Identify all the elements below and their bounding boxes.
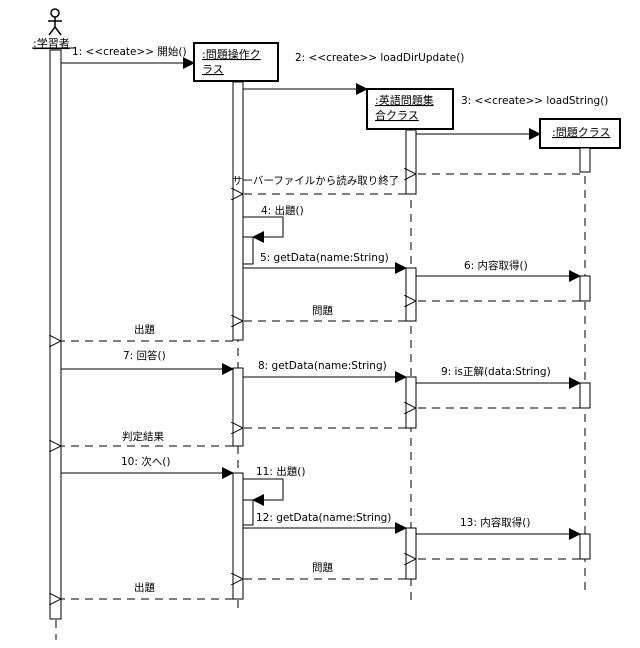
message-4-self-arrow[interactable] [243,216,284,243]
object-ops[interactable]: :問題操作ク ラス [193,42,279,82]
object-set-label-line1: :英語問題集 [375,93,434,107]
activation-ops-1 [232,81,244,341]
return-10-label: 出題 [134,581,155,594]
object-q-label: :問題クラス [552,126,611,139]
activation-ops-self-2 [242,499,254,526]
activation-set-4 [405,527,417,580]
activation-learner [49,49,62,620]
message-5-label: 5: getData(name:String) [260,252,389,264]
actor-learner[interactable]: :学習者 [32,8,76,50]
activation-q-2 [579,275,591,302]
activation-ops-3 [232,472,244,600]
return-12-label: 問題 [312,562,333,574]
message-3-label: 3: <<create>> loadString() [461,95,608,107]
return-7-label: 判定結果 [122,430,164,443]
object-ops-label-line2: ラス [202,63,224,76]
message-9-label: 9: is正解(data:String) [441,365,551,378]
message-8-label: 8: getData(name:String) [258,360,387,372]
return-5-label: 問題 [312,305,333,317]
activation-set-2 [405,267,417,322]
activation-q-1 [579,147,591,173]
message-6-label: 6: 内容取得() [464,259,528,272]
activation-q-4 [579,533,591,560]
message-10-label: 10: 次へ() [121,455,170,468]
message-11-self-arrow[interactable] [243,478,284,506]
message-1-label: 1: <<create>> 開始() [72,45,187,58]
activation-q-3 [579,382,591,409]
message-4-label: 4: 出題() [261,204,304,217]
message-7-label: 7: 回答() [123,349,166,362]
object-ops-label-line1: :問題操作ク [202,47,261,61]
activation-set-3 [405,376,417,429]
activation-ops-2 [232,367,244,447]
object-set[interactable]: :英語問題集 合クラス [366,88,454,130]
stick-figure-icon [48,8,62,36]
actor-label: :学習者 [33,36,70,50]
object-q[interactable]: :問題クラス [539,118,621,149]
activation-ops-self-1 [242,236,254,265]
message-2-label: 2: <<create>> loadDirUpdate() [295,52,464,64]
activation-set-1 [405,129,417,195]
message-11-label: 11: 出題() [256,465,305,478]
message-13-label: 13: 内容取得() [460,516,530,529]
return-2-label: サーバーファイルから読み取り終了 [232,174,399,187]
message-12-label: 12: getData(name:String) [256,512,391,524]
object-set-label-line2: 合クラス [375,108,419,122]
return-1-label: 出題 [134,323,155,336]
